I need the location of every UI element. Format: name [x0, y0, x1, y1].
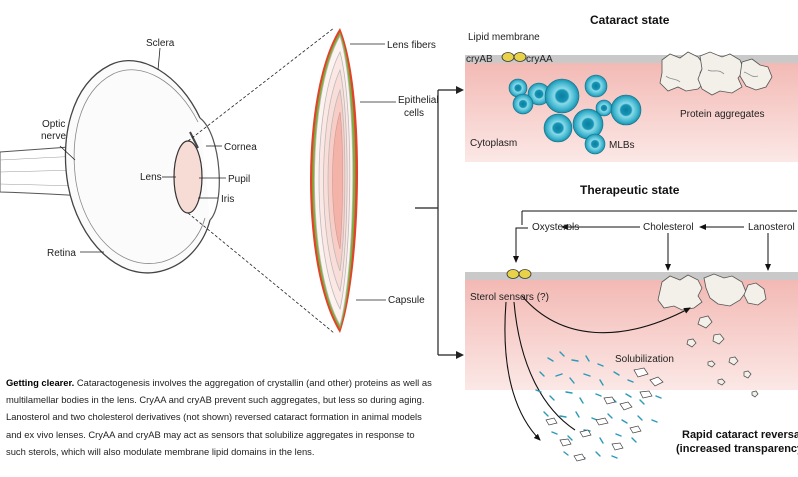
eye-lens — [174, 141, 202, 213]
bracket-connector — [415, 90, 462, 355]
cataract-state-panel: Cataract state Lipid membrane cryAB cryA… — [465, 13, 798, 162]
bracket-arrowheads — [456, 86, 464, 359]
capsule-label: Capsule — [388, 295, 425, 306]
therapeutic-state-title: Therapeutic state — [580, 183, 680, 197]
iris-label: Iris — [221, 194, 234, 205]
optic-nerve-label-1: Optic — [42, 119, 65, 130]
cholesterol-label: Cholesterol — [643, 222, 694, 233]
mlb — [611, 95, 641, 125]
oxysterols-down-arrow — [516, 228, 528, 262]
figure-caption: Getting clearer. Cataractogenesis involv… — [6, 374, 436, 460]
protein-aggregates-label: Protein aggregates — [680, 109, 765, 120]
mlb — [585, 75, 607, 97]
sclera-leader — [158, 48, 160, 70]
cytoplasm-label: Cytoplasm — [470, 138, 517, 149]
eye-diagram: Sclera Optic nerve Lens Cornea Pupil Iri… — [0, 38, 257, 273]
cryaa-chaperone — [514, 53, 526, 62]
rapid-reversal-label: Rapid cataract reversal — [682, 429, 798, 441]
mlbs-label: MLBs — [609, 140, 635, 151]
sterol-sensors-label: Sterol sensors (?) — [470, 292, 549, 303]
sclera-label: Sclera — [146, 38, 175, 49]
retina-label: Retina — [47, 248, 76, 259]
lens-label: Lens — [140, 172, 162, 183]
epithelial-label-2: cells — [404, 108, 424, 119]
cataract-state-title: Cataract state — [590, 13, 670, 27]
pupil-label: Pupil — [228, 174, 250, 185]
lens-fibers-label: Lens fibers — [387, 40, 436, 51]
cryab-label: cryAB — [466, 54, 493, 65]
oxysterols-label: Oxysterols — [532, 222, 579, 233]
sterol-sensor-2 — [519, 270, 531, 279]
lanosterol-label: Lanosterol — [748, 222, 795, 233]
sterol-sensor-1 — [507, 270, 519, 279]
mlb — [545, 79, 579, 113]
caption-title: Getting clearer. — [6, 377, 74, 388]
mlb — [585, 134, 605, 154]
solubilization-label: Solubilization — [615, 354, 674, 365]
epithelial-label-1: Epithelial — [398, 95, 439, 106]
caption-body: Cataractogenesis involves the aggregatio… — [6, 377, 432, 457]
therapeutic-state-panel: Therapeutic state Oxysterols Cholesterol… — [465, 183, 798, 461]
cryab-chaperone — [502, 53, 514, 62]
lipid-membrane-label: Lipid membrane — [468, 32, 540, 43]
mlb — [513, 94, 533, 114]
optic-nerve-label-2: nerve — [41, 131, 66, 142]
increased-transparency-label: (increased transparency) — [676, 443, 798, 455]
cornea-label: Cornea — [224, 142, 257, 153]
cryaa-label: cryAA — [526, 54, 553, 65]
lens-cross-section: Lens fibers Epithelial cells Capsule — [310, 28, 439, 333]
mlb — [544, 114, 572, 142]
